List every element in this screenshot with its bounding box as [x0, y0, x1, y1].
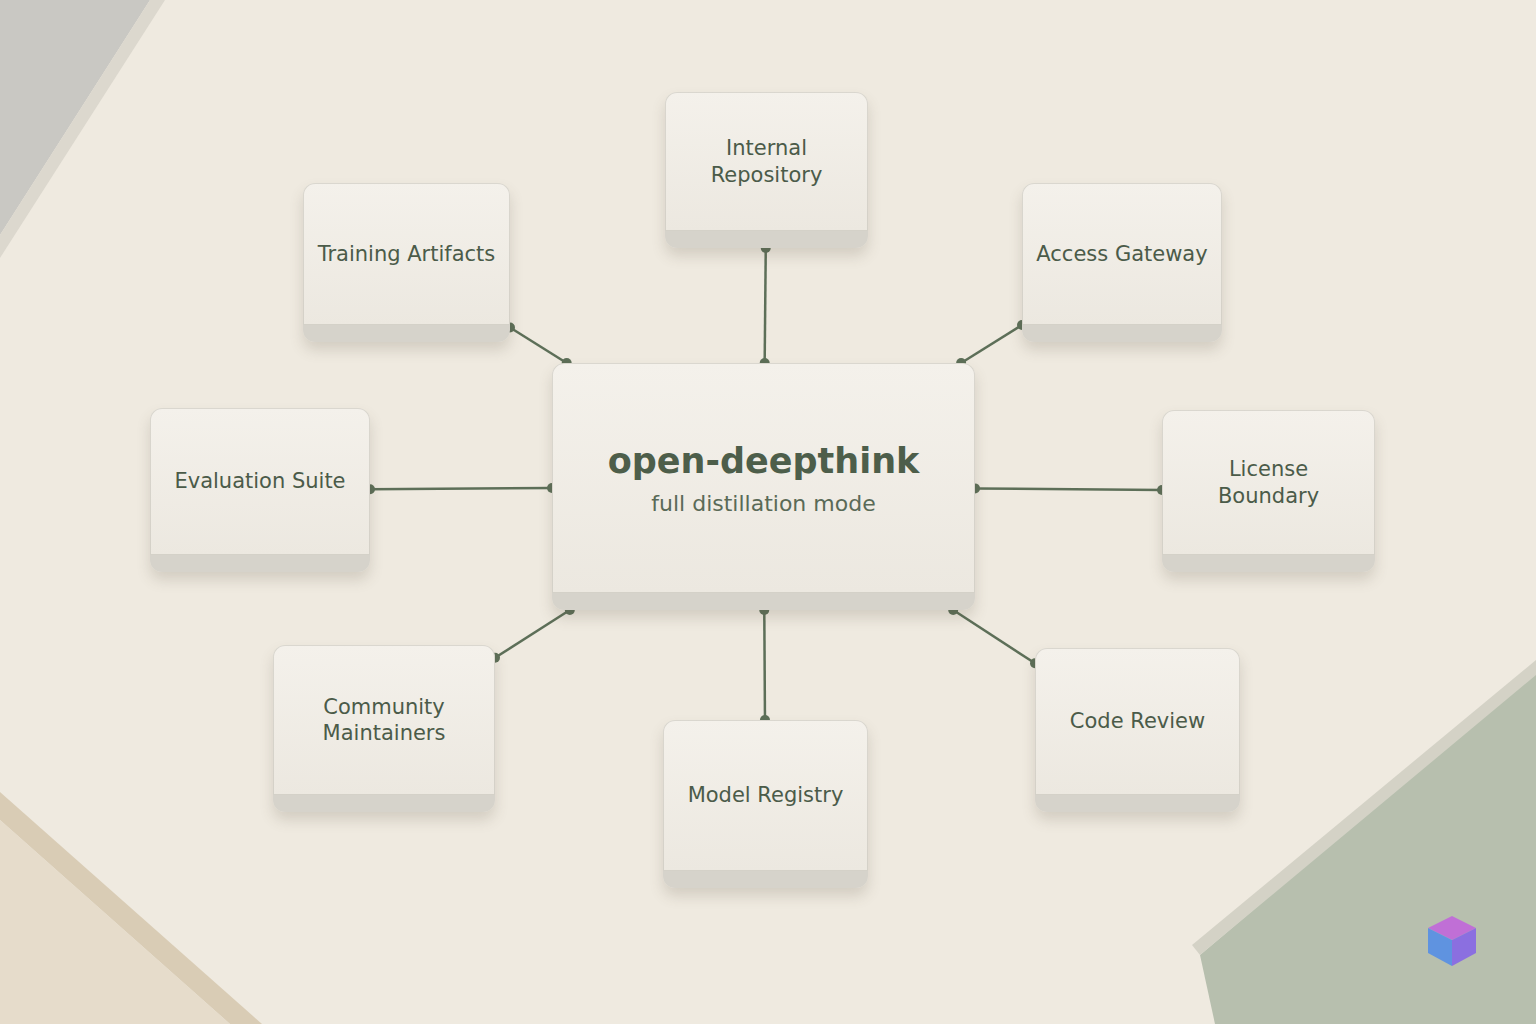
connector — [956, 320, 1027, 368]
green-book-pages — [1192, 660, 1536, 955]
node-title: Evaluation Suite — [174, 468, 345, 494]
component-box: Community Maintainers — [273, 645, 495, 812]
component-box: Code Review — [1035, 648, 1240, 812]
grey-book-edge — [0, 0, 165, 258]
connector — [760, 243, 771, 368]
connector-line — [763, 610, 766, 720]
node-title: Internal Repository — [679, 135, 854, 188]
component-box: Model Registry — [663, 720, 868, 888]
connector-line — [495, 610, 570, 658]
connector-line — [370, 488, 552, 489]
hub-box: open-deepthink full distillation mode — [552, 363, 975, 610]
node-subtitle: full distillation mode — [651, 490, 875, 518]
board — [0, 820, 230, 1024]
component-box: Internal Repository — [665, 92, 868, 248]
component-box: Access Gateway — [1022, 183, 1222, 342]
component-box: Evaluation Suite — [150, 408, 370, 572]
node-title: Code Review — [1070, 708, 1205, 734]
connector-line — [975, 488, 1162, 490]
green-book — [1200, 670, 1536, 1024]
connector — [948, 605, 1040, 668]
connector — [759, 605, 770, 725]
component-box: License Boundary — [1162, 410, 1375, 572]
connector — [970, 483, 1167, 495]
node-title: Access Gateway — [1036, 241, 1207, 267]
connector-line — [510, 327, 567, 363]
connector-line — [953, 610, 1035, 663]
node-title: Model Registry — [688, 782, 844, 808]
cube-logo — [1428, 916, 1476, 966]
connector — [505, 322, 572, 368]
connector-line — [961, 325, 1022, 363]
board-edge — [0, 792, 262, 1024]
node-title: open-deepthink — [608, 439, 920, 485]
connector-line — [765, 248, 766, 363]
node-title: Training Artifacts — [318, 241, 496, 267]
connector — [490, 605, 575, 663]
node-title: License Boundary — [1176, 456, 1361, 509]
node-title: Community Maintainers — [287, 694, 481, 747]
component-box: Training Artifacts — [303, 183, 510, 342]
connector — [365, 483, 557, 494]
